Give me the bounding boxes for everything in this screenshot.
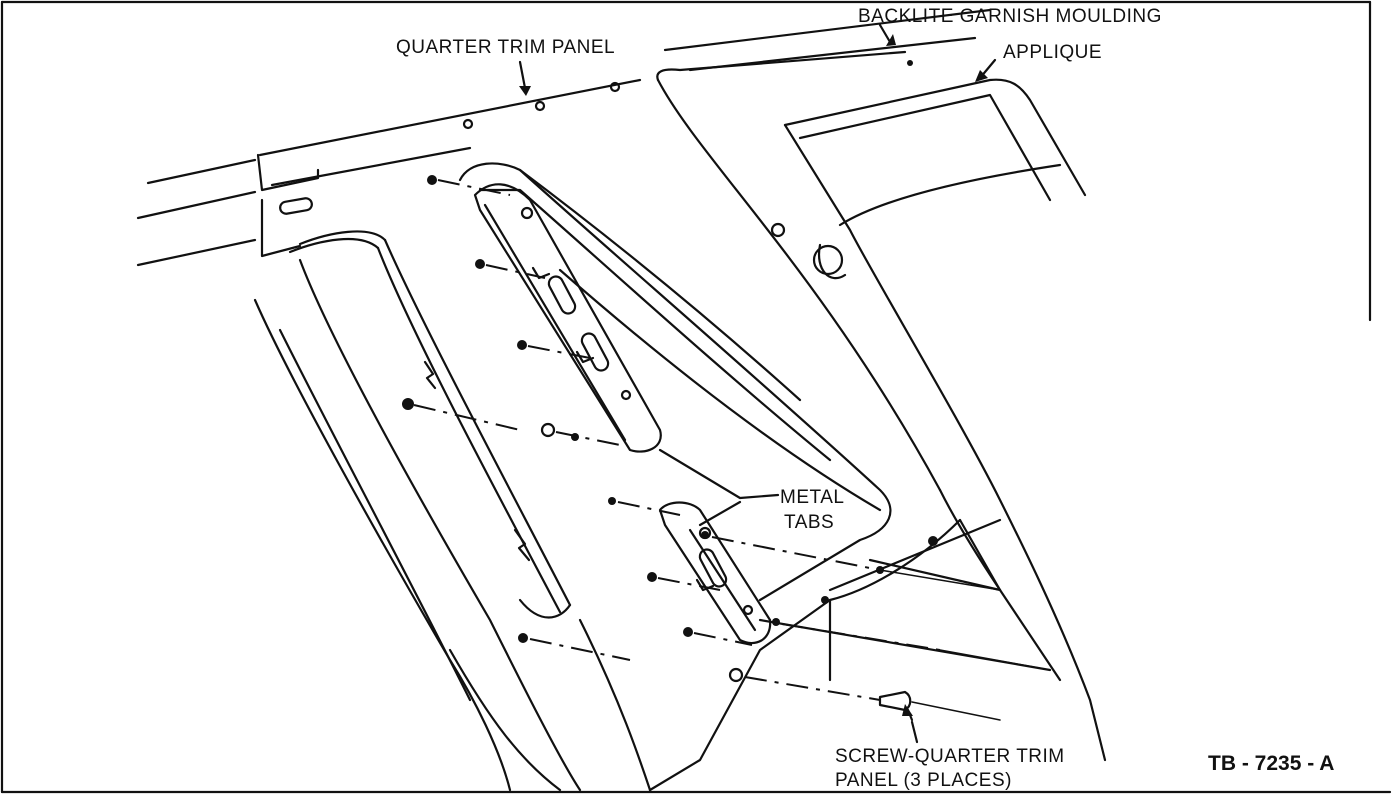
- label-screw-line2: PANEL (3 PLACES): [835, 770, 1012, 791]
- fastener-leaders: [402, 175, 1051, 721]
- label-leaders: [518, 23, 997, 744]
- label-quarter-trim-panel: QUARTER TRIM PANEL: [396, 37, 615, 58]
- quarter-window-opening: [458, 162, 892, 645]
- label-metal-tabs-line2: TABS: [784, 512, 834, 533]
- quarter-trim-panel-drawing: [136, 78, 962, 792]
- label-metal-tabs-line1: METAL: [780, 487, 844, 508]
- figure-code: TB - 7235 - A: [1208, 752, 1334, 775]
- label-screw-line1: SCREW-QUARTER TRIM: [835, 746, 1065, 767]
- diagram-labels: BACKLITE GARNISH MOULDING QUARTER TRIM P…: [396, 6, 1334, 791]
- label-backlite-garnish-moulding: BACKLITE GARNISH MOULDING: [858, 6, 1162, 27]
- applique-drawing: [656, 50, 1107, 762]
- label-applique: APPLIQUE: [1003, 42, 1102, 63]
